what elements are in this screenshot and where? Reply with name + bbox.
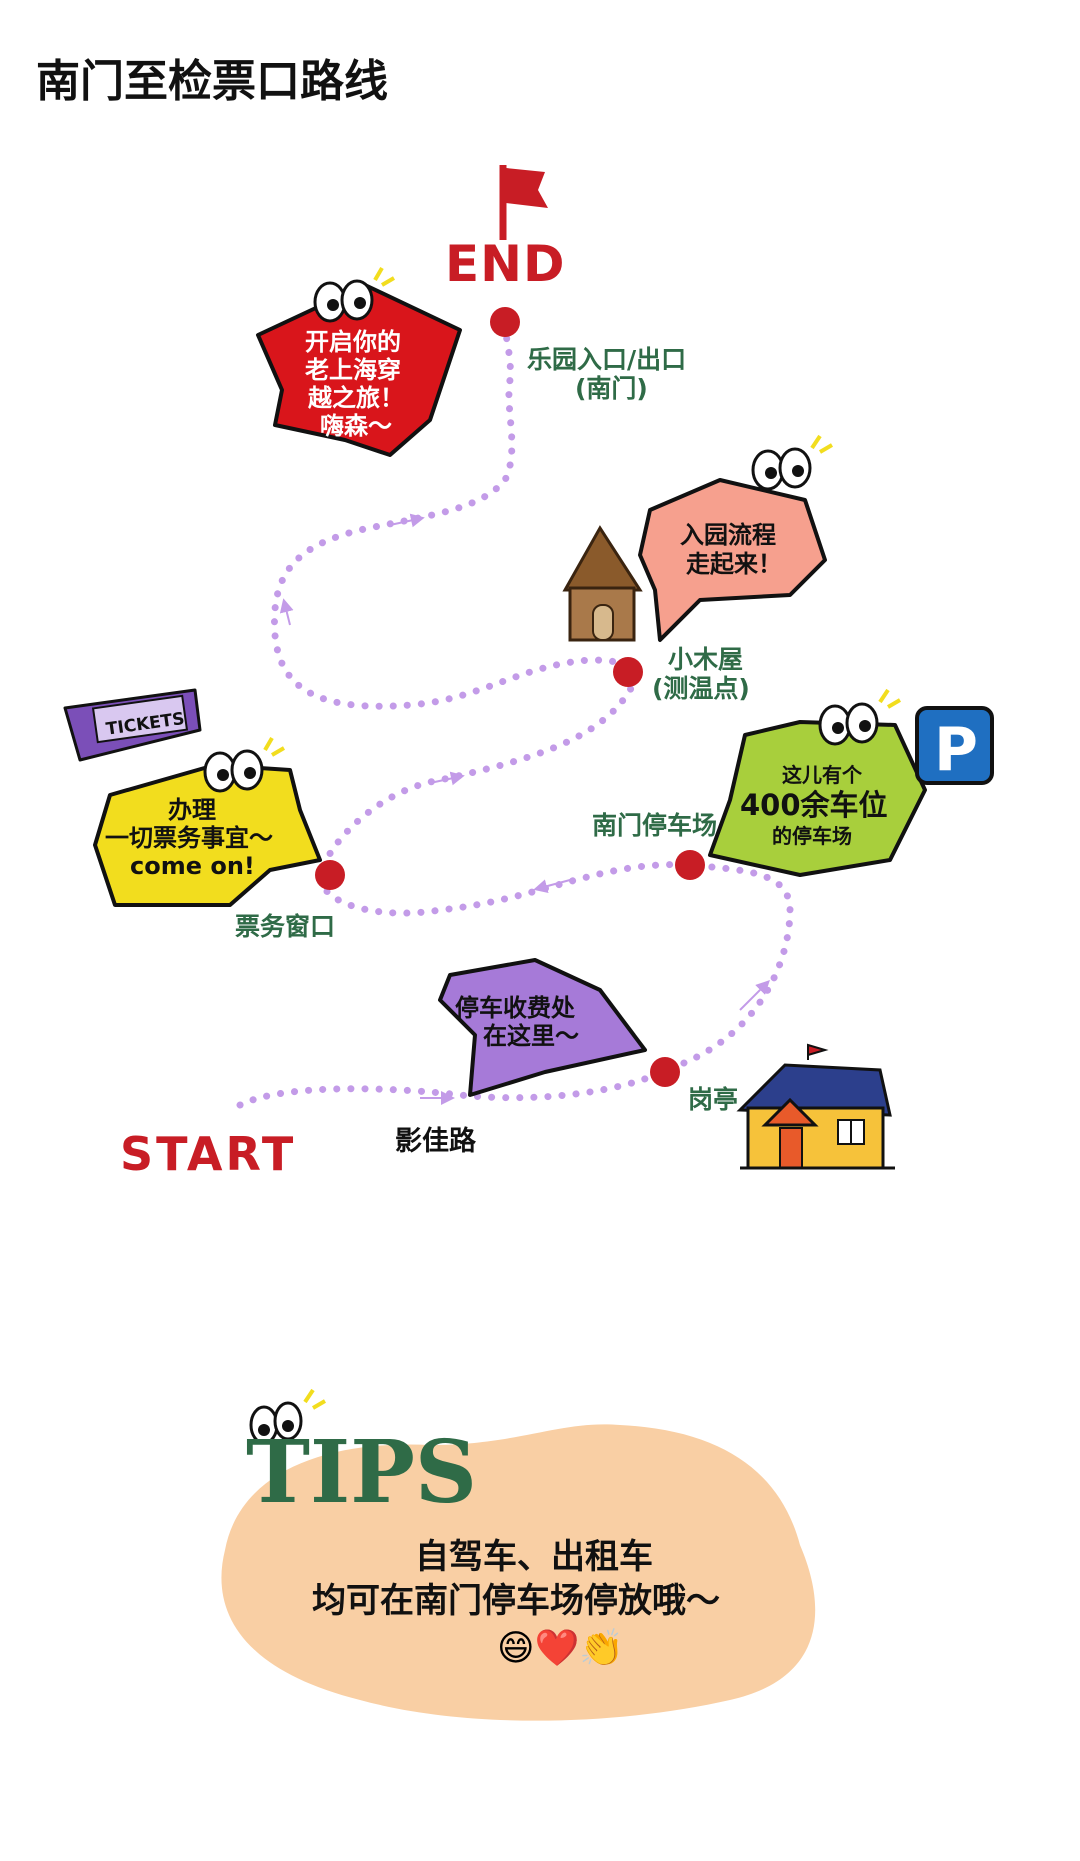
road-label: 影佳路 xyxy=(395,1125,477,1157)
bubble-green-line-2: 400余车位 xyxy=(740,788,888,822)
bubble-red-line-3: 越之旅！ xyxy=(308,384,404,412)
eyes-icon xyxy=(249,1388,327,1445)
start-label: START xyxy=(120,1127,296,1181)
speech-bubble-red: 开启你的 老上海穿 越之旅！ 嗨森～ xyxy=(256,266,462,457)
speech-bubble-pink: 入园流程 走起来！ xyxy=(638,434,834,642)
route-path xyxy=(236,316,794,1109)
stop-label-entrance-1: 乐园入口/出口 xyxy=(527,345,686,374)
bubble-yellow-line-2: 一切票务事宜～ xyxy=(105,824,273,852)
stop-label-cabin-2: (测温点) xyxy=(652,674,750,703)
parking-sign-icon: P xyxy=(915,706,994,785)
direction-arrow xyxy=(533,879,571,893)
bubble-yellow-line-3: come on! xyxy=(130,852,255,880)
stop-marker-ticket-window xyxy=(315,860,345,890)
bubble-yellow-line-1: 办理 xyxy=(168,796,216,824)
direction-arrow xyxy=(279,598,294,626)
eyes-icon xyxy=(751,434,834,491)
bubble-purple-line-1: 停车收费处 xyxy=(455,994,575,1022)
bubble-pink-line-1: 入园流程 xyxy=(680,521,776,549)
speech-bubble-green: 这儿有个 400余车位 的停车场 xyxy=(708,688,927,877)
bubble-purple-line-2: 在这里～ xyxy=(483,1022,579,1050)
end-label: END xyxy=(445,235,566,293)
tips-line-2: 均可在南门停车场停放哦～ xyxy=(312,1581,720,1621)
bubble-green-line-3: 的停车场 xyxy=(772,824,852,848)
tips-heading: TIPS xyxy=(246,1422,477,1523)
direction-arrow xyxy=(389,513,425,528)
speech-bubble-purple: 停车收费处 在这里～ xyxy=(438,958,647,1097)
speech-bubble-yellow: 办理 一切票务事宜～ come on! xyxy=(93,736,322,907)
tips-emoji: 😄❤️👏 xyxy=(497,1627,624,1669)
eyes-icon xyxy=(818,688,902,746)
direction-arrow xyxy=(739,980,770,1011)
cabin-icon xyxy=(562,525,643,642)
eyes-icon xyxy=(313,266,396,323)
bubble-red-line-1: 开启你的 xyxy=(305,328,401,356)
bubble-red-line-4: 嗨森～ xyxy=(320,412,392,440)
bubble-red-line-2: 老上海穿 xyxy=(305,356,401,384)
stop-label-entrance-2: (南门) xyxy=(575,374,648,403)
stop-label-booth: 岗亭 xyxy=(688,1085,738,1114)
stop-label-cabin-1: 小木屋 xyxy=(668,645,743,674)
tips-line-1: 自驾车、出租车 xyxy=(415,1537,653,1577)
bubble-pink-line-2: 走起来！ xyxy=(686,550,782,578)
stop-marker-cabin xyxy=(613,657,643,687)
stop-label-ticket-window: 票务窗口 xyxy=(235,912,335,941)
parking-sign-letter: P xyxy=(934,715,978,785)
stop-marker-parking xyxy=(675,850,705,880)
flag-icon xyxy=(499,165,548,240)
tips-blob xyxy=(221,1424,816,1721)
direction-arrow xyxy=(429,771,465,786)
bubble-green-line-1: 这儿有个 xyxy=(782,763,863,787)
tickets-icon: TICKETS xyxy=(63,688,202,762)
booth-house-icon xyxy=(736,1043,895,1170)
eyes-icon xyxy=(203,736,286,793)
stop-marker-entrance xyxy=(490,307,520,337)
stop-label-parking: 南门停车场 xyxy=(592,811,717,840)
page-title: 南门至检票口路线 xyxy=(36,56,388,107)
stop-marker-booth xyxy=(650,1057,680,1087)
